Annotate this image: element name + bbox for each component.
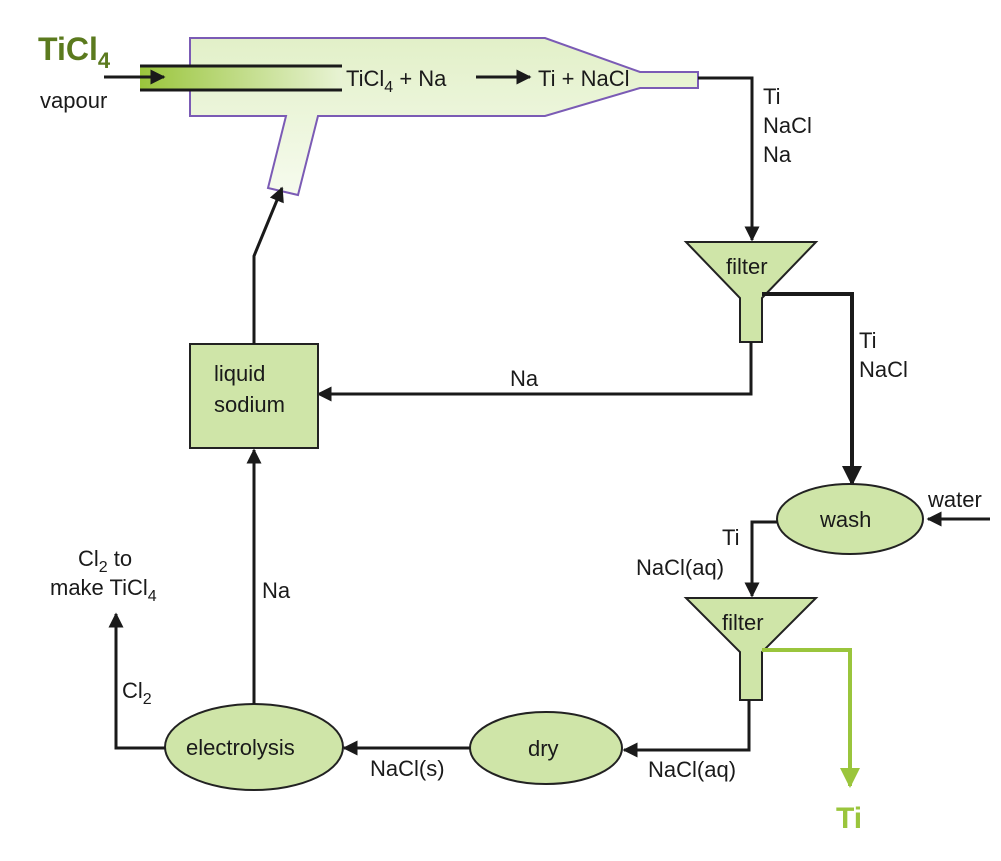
reactor-body <box>189 37 699 197</box>
reactor-out-na: Na <box>763 142 792 167</box>
sodium-to-reactor-line <box>252 186 284 344</box>
filter-2-label: filter <box>722 610 764 635</box>
wash-unit: wash <box>776 483 924 555</box>
reactor-out-nacl: NaCl <box>763 113 812 138</box>
electrolysis-unit: electrolysis <box>164 703 344 791</box>
ticl4-input-label: TiCl4 <box>38 31 111 73</box>
cl2-note-line-1: Cl2 to <box>78 546 132 576</box>
filter1-out-ti: Ti <box>859 328 877 353</box>
wash-out-ti: Ti <box>722 525 740 550</box>
inlet-pipe <box>140 66 342 90</box>
wash-to-filter2-line <box>744 520 777 598</box>
reactor-out-ti: Ti <box>763 84 781 109</box>
reaction-reactants: TiCl4 + Na <box>346 66 447 96</box>
reactor <box>104 37 699 197</box>
liquid-sodium-tank: liquid sodium <box>189 343 319 449</box>
ti-product-line <box>762 648 860 788</box>
nacl-s-label: NaCl(s) <box>370 756 445 781</box>
reaction-products: Ti + NaCl <box>538 66 629 91</box>
liquid-sodium-label-2: sodium <box>214 392 285 417</box>
filter-2-funnel <box>683 597 819 701</box>
cl2-out-line <box>108 612 165 750</box>
na-recycle-label: Na <box>510 366 539 391</box>
liquid-sodium-label-1: liquid <box>214 361 265 386</box>
wash-out-nacl-aq: NaCl(aq) <box>636 555 724 580</box>
wash-label: wash <box>819 507 871 532</box>
na-recycle-line <box>316 342 753 402</box>
filter-1-funnel <box>683 241 819 343</box>
filter1-to-wash-line <box>762 292 862 486</box>
dry-unit: dry <box>469 711 623 785</box>
filter-2: filter <box>683 597 819 701</box>
wash-ellipse <box>776 483 924 555</box>
reactor-outlet-line <box>698 76 760 242</box>
dry-label: dry <box>528 736 559 761</box>
vapour-label: vapour <box>40 88 107 113</box>
filter-1-label: filter <box>726 254 768 279</box>
filter2-to-dry-line <box>622 700 751 758</box>
cl2-note-line-2: make TiCl4 <box>50 575 157 605</box>
cl2-stream-label: Cl2 <box>122 678 152 708</box>
filter2-out-nacl-aq: NaCl(aq) <box>648 757 736 782</box>
filter-1: filter <box>683 241 819 343</box>
filter1-out-nacl: NaCl <box>859 357 908 382</box>
electrolysis-label: electrolysis <box>186 735 295 760</box>
water-label: water <box>927 487 982 512</box>
electrolysis-na-label: Na <box>262 578 291 603</box>
ti-product-label: Ti <box>836 802 862 835</box>
